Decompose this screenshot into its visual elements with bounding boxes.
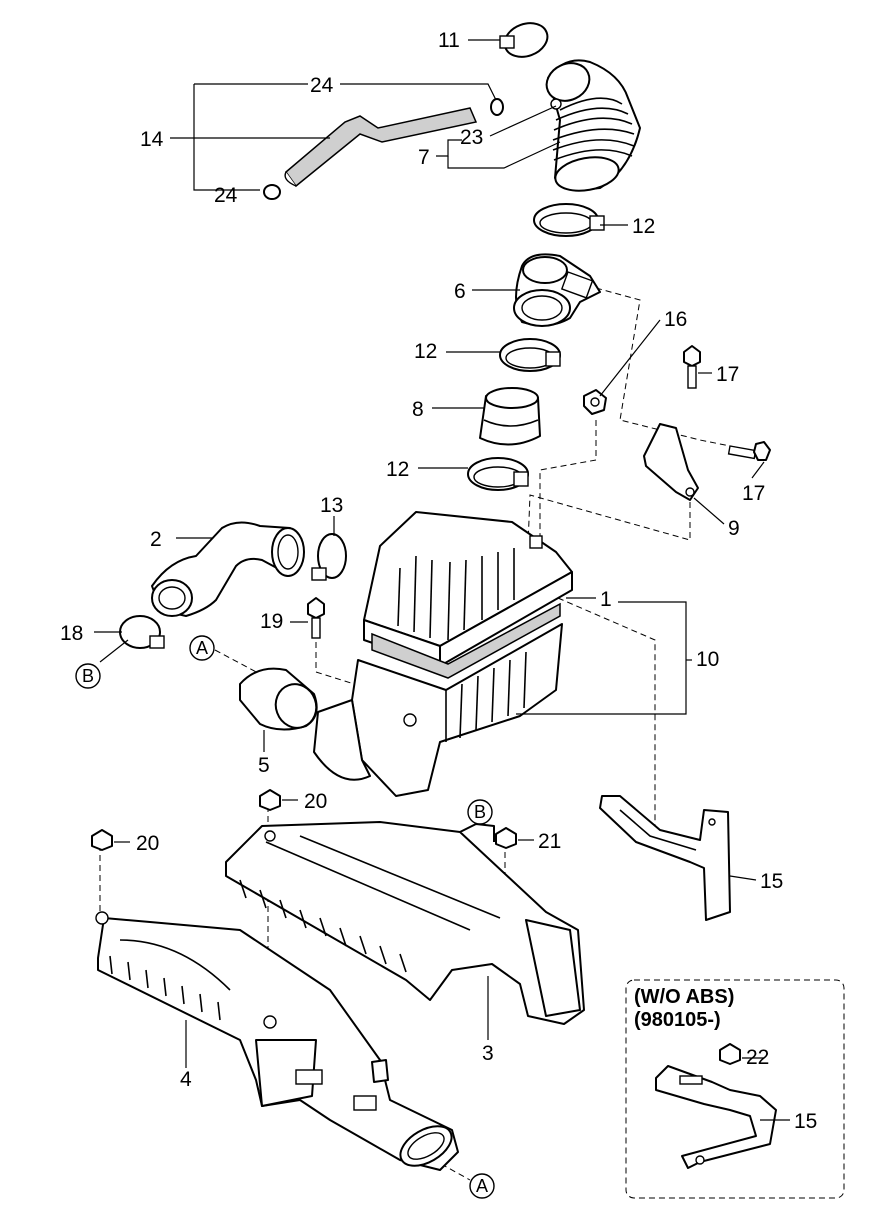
part-14-breather-hose xyxy=(284,107,478,188)
part-20-nut-upper xyxy=(259,789,281,811)
callout-20-left: 20 xyxy=(136,832,159,855)
callout-1: 1 xyxy=(600,588,612,611)
callout-18: 18 xyxy=(60,622,83,645)
inset-note-line2: (980105-) xyxy=(634,1009,721,1031)
part-20-nut-left xyxy=(91,829,113,851)
svg-text:A: A xyxy=(196,638,208,658)
part-17-bolt-vertical xyxy=(683,345,701,389)
part-12-hose-clamp-upper xyxy=(533,203,605,237)
part-6-air-flow-sensor xyxy=(513,253,601,327)
callout-13: 13 xyxy=(320,494,343,517)
callout-9: 9 xyxy=(728,517,740,540)
part-21-nut xyxy=(495,827,517,849)
part-24-hose-clamp-top xyxy=(490,98,504,116)
part-3-resonator xyxy=(225,821,585,1025)
ref-circle-b-left: B xyxy=(75,663,101,689)
part-13-hose-clamp xyxy=(311,533,347,581)
callout-12-upper: 12 xyxy=(632,215,655,238)
part-18-hose-clamp xyxy=(119,615,165,649)
part-1-air-cleaner-assembly xyxy=(313,511,573,797)
callout-17-lower: 17 xyxy=(742,482,765,505)
callout-numbers: 11 24 14 23 7 24 12 6 16 12 17 8 12 17 1… xyxy=(60,29,817,1133)
callout-23: 23 xyxy=(460,126,483,149)
part-11-hose-clamp xyxy=(499,22,549,58)
part-12-hose-clamp-lower xyxy=(467,457,529,491)
callout-15-inset: 15 xyxy=(794,1110,817,1133)
inset-box: (W/O ABS) (980105-) xyxy=(625,979,845,1199)
svg-text:B: B xyxy=(474,802,486,822)
part-4-resonator xyxy=(95,911,459,1171)
callout-2: 2 xyxy=(150,528,162,551)
part-17-bolt-horizontal xyxy=(727,441,771,461)
part-12-hose-clamp-middle xyxy=(499,338,561,372)
part-15-bracket-alt xyxy=(655,1065,777,1169)
callout-21: 21 xyxy=(538,830,561,853)
callout-24-top: 24 xyxy=(310,74,334,97)
part-16-nut xyxy=(583,389,607,415)
callout-19: 19 xyxy=(260,610,283,633)
part-2-intake-hose xyxy=(151,521,305,617)
callout-8: 8 xyxy=(412,398,424,421)
part-19-bolt xyxy=(307,597,325,639)
callout-20-upper: 20 xyxy=(304,790,327,813)
callout-4: 4 xyxy=(180,1068,192,1091)
callout-15: 15 xyxy=(760,870,783,893)
callout-5: 5 xyxy=(258,754,270,777)
ref-circle-a-top: A xyxy=(189,635,215,661)
callout-22: 22 xyxy=(746,1046,769,1069)
callout-3: 3 xyxy=(482,1042,494,1065)
inset-note-line1: (W/O ABS) xyxy=(634,986,734,1008)
svg-text:B: B xyxy=(82,666,94,686)
callout-17-upper: 17 xyxy=(716,363,739,386)
callout-6: 6 xyxy=(454,280,466,303)
ref-circle-b-mid: B xyxy=(467,799,493,825)
callout-24-bottom: 24 xyxy=(214,184,238,207)
callout-7: 7 xyxy=(418,146,430,169)
part-22-nut xyxy=(719,1043,741,1065)
callout-16: 16 xyxy=(664,308,687,331)
leader-lines xyxy=(94,39,790,1121)
part-7-intake-duct xyxy=(545,59,641,192)
part-15-bracket xyxy=(599,795,731,921)
part-8-rubber-hose xyxy=(479,387,541,446)
part-9-bracket xyxy=(643,423,699,501)
callout-10: 10 xyxy=(696,648,719,671)
callout-12-lower: 12 xyxy=(386,458,409,481)
callout-12-middle: 12 xyxy=(414,340,437,363)
svg-text:A: A xyxy=(476,1176,488,1196)
part-5-rubber-duct xyxy=(239,667,318,731)
callout-14: 14 xyxy=(140,128,164,151)
part-24-hose-clamp-bottom xyxy=(263,184,281,200)
ref-circle-a-bottom: A xyxy=(469,1173,495,1199)
callout-11: 11 xyxy=(438,29,460,52)
